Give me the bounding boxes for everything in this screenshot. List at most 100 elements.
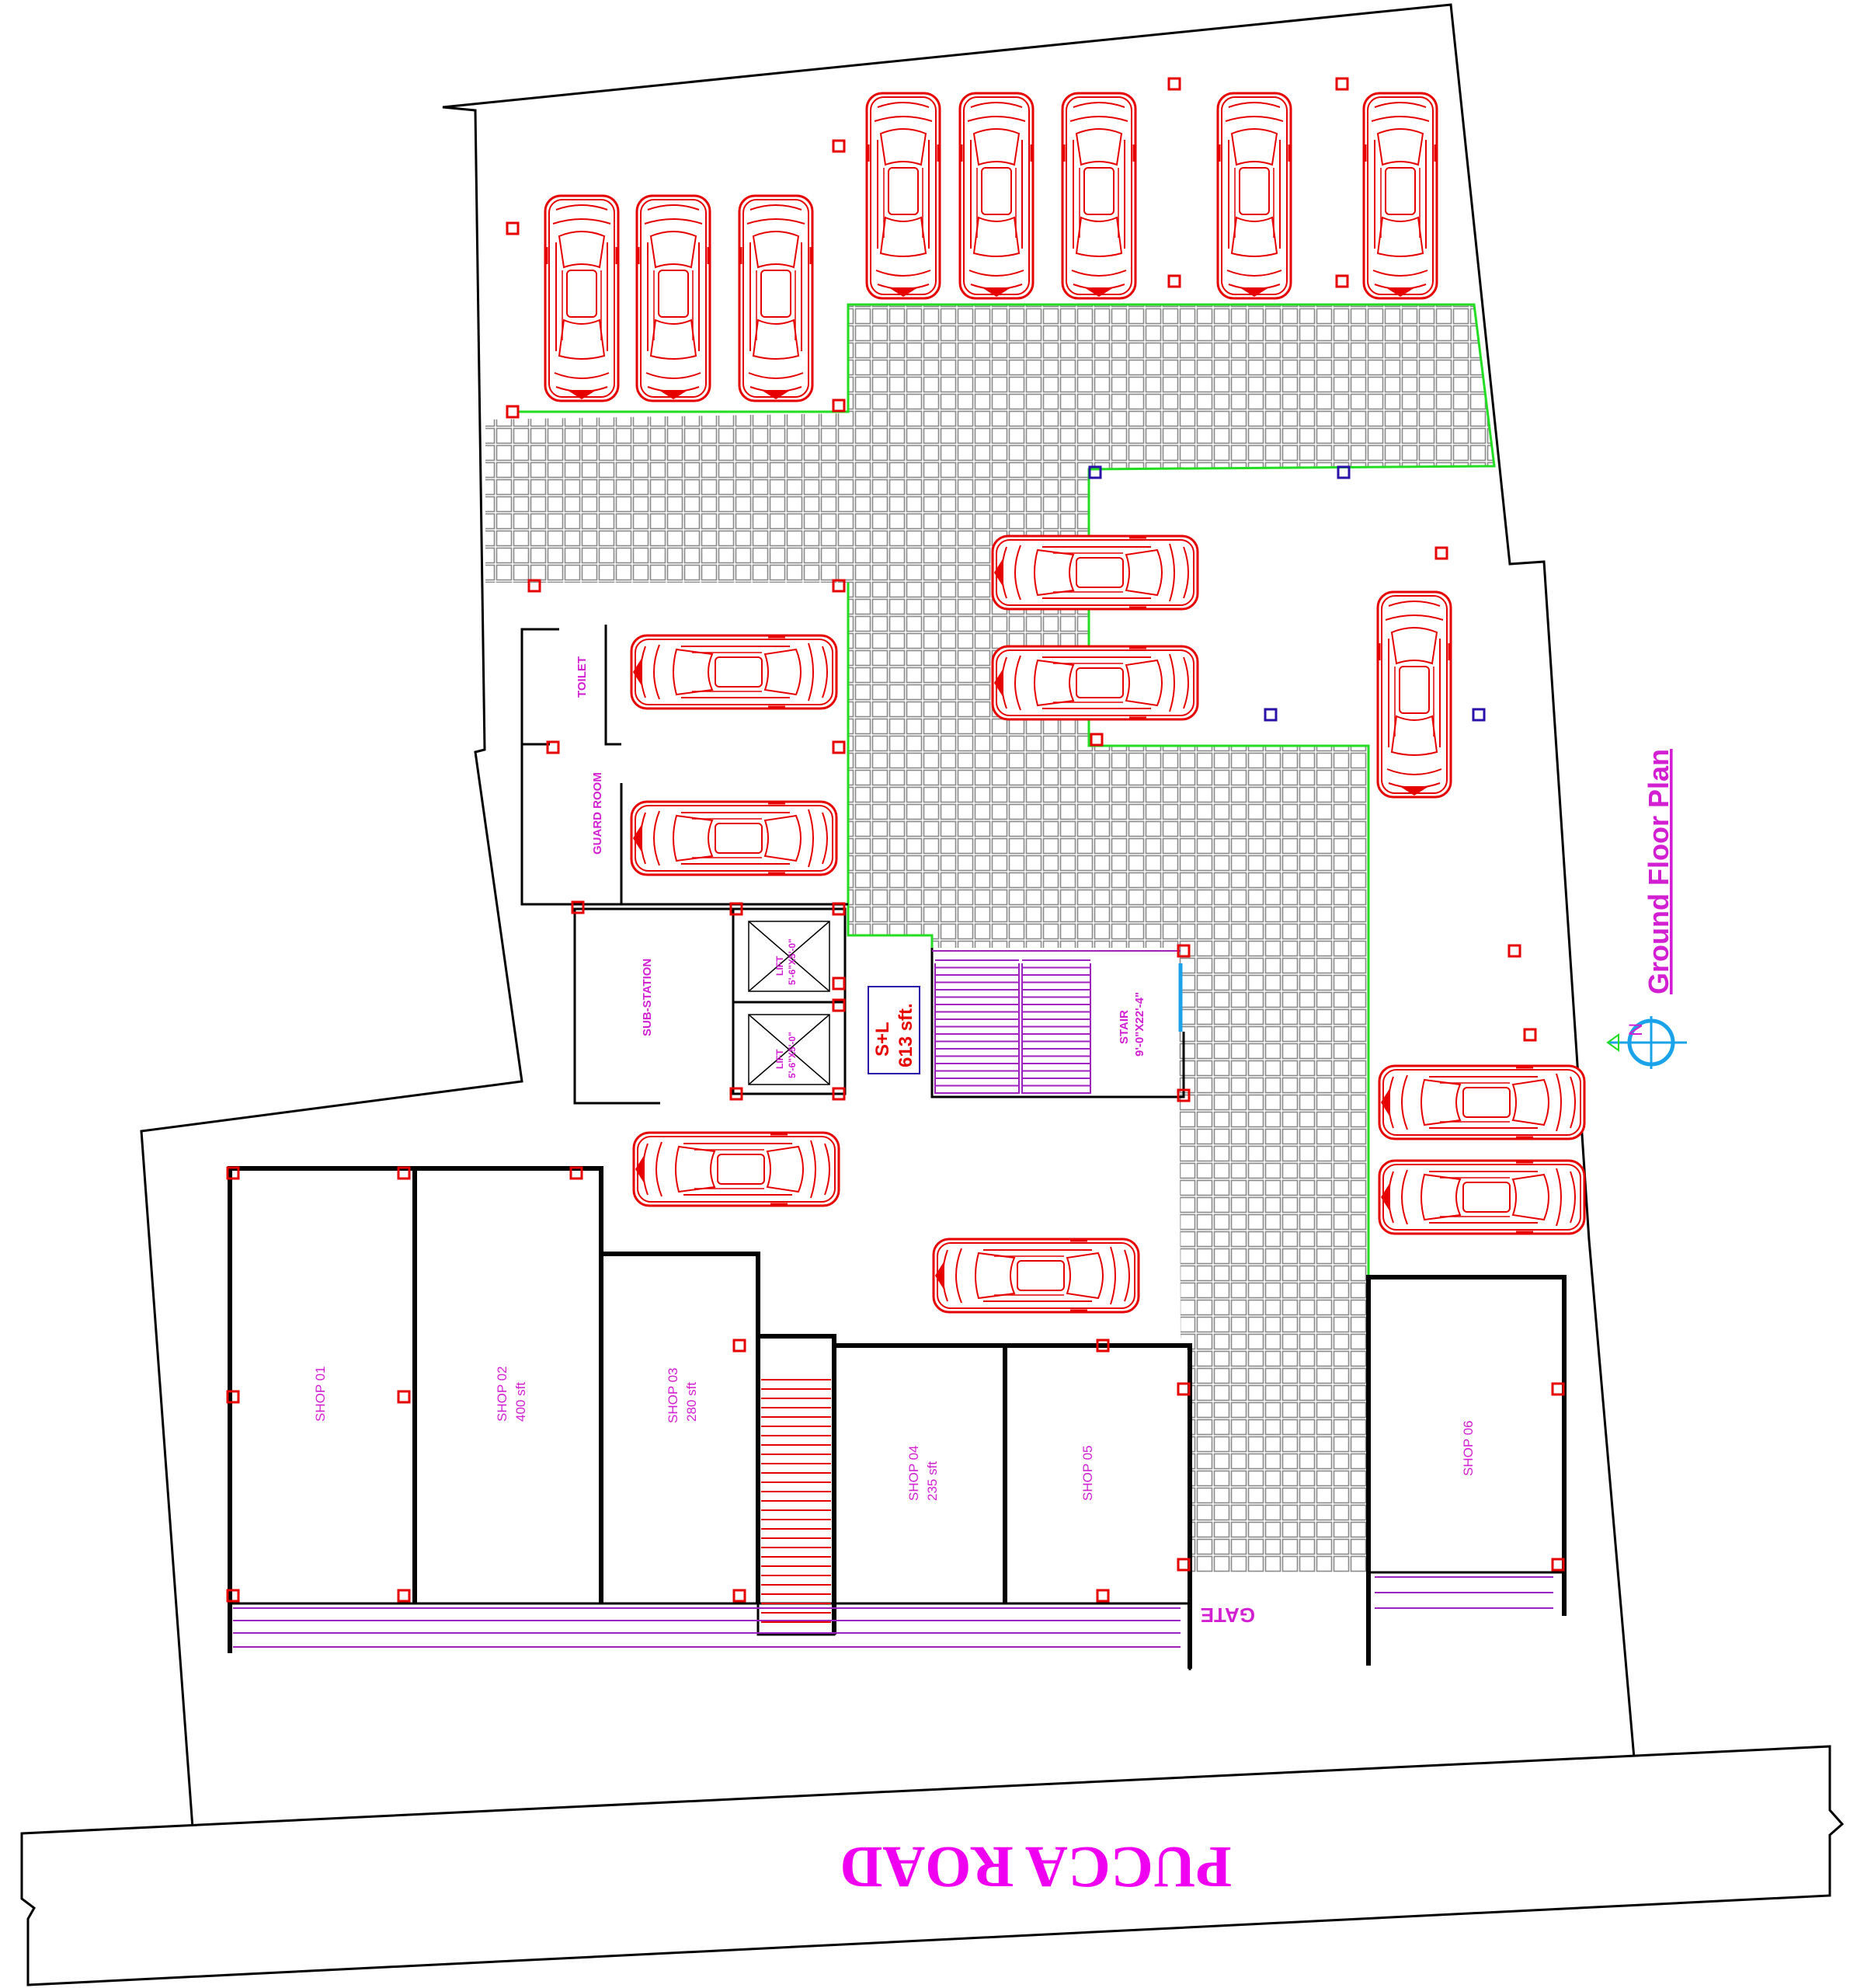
sl-label: S+L (872, 1022, 893, 1057)
column-marker (1167, 274, 1181, 288)
stair-steps (934, 959, 1091, 1094)
car-icon (932, 1238, 1140, 1314)
car-icon (1216, 92, 1292, 300)
column-marker (397, 1589, 411, 1603)
column-marker (1335, 77, 1349, 91)
column-marker (1177, 1382, 1191, 1396)
guard-room-label: GUARD ROOM (591, 772, 604, 855)
lift-1-size: 5'-6"X5'-0" (787, 938, 798, 985)
car-icon (630, 800, 838, 876)
parking-cars (544, 92, 1586, 1314)
car-icon (1378, 1064, 1586, 1140)
driveway-edge-left (847, 583, 934, 948)
column-marker (1507, 944, 1521, 958)
shop-04-area: 235 sft (925, 1461, 940, 1501)
column-marker (1096, 1589, 1110, 1603)
shop-06-wall (1366, 1275, 1567, 1666)
lift-2-label: LIFT (774, 1049, 785, 1069)
column-marker (1177, 944, 1191, 958)
column-marker (1551, 1382, 1565, 1396)
car-icon (1376, 590, 1452, 799)
column-marker (1337, 465, 1351, 479)
main-stair (930, 948, 1185, 1098)
stair-size: 9'-0"X22'-4" (1133, 992, 1146, 1057)
column-marker (832, 977, 846, 991)
column-marker (1088, 465, 1102, 479)
car-icon (991, 645, 1199, 721)
column-marker (571, 900, 585, 914)
shop-stair (756, 1335, 836, 1636)
column-marker (832, 579, 846, 593)
car-icon (865, 92, 941, 300)
column-marker (832, 998, 846, 1012)
shop-03-label: SHOP 03 (666, 1367, 680, 1423)
shop-06-label: SHOP 06 (1461, 1420, 1476, 1476)
column-marker (397, 1390, 411, 1404)
column-marker (1264, 708, 1278, 722)
car-icon (544, 194, 620, 402)
toilet-wall-right (604, 625, 621, 746)
toilet-label: TOILET (576, 656, 589, 698)
column-marker (1434, 546, 1448, 560)
column-marker (1335, 274, 1349, 288)
compass-icon: N (1606, 1016, 1687, 1069)
lift-1-cross (748, 921, 830, 1085)
column-marker (832, 399, 846, 413)
car-icon (632, 1131, 840, 1207)
shop-04-label: SHOP 04 (906, 1445, 921, 1501)
column-marker (226, 1166, 240, 1180)
column-marker (506, 221, 520, 235)
shop-02-area: 400 sft (513, 1382, 528, 1422)
sl-area: 613 sft. (895, 1003, 916, 1067)
column-marker (397, 1166, 411, 1180)
column-marker (506, 405, 520, 419)
column-marker (527, 579, 541, 593)
column-marker (226, 1589, 240, 1603)
shop-01-label: SHOP 01 (313, 1366, 328, 1422)
lift-2-size: 5'-6"X5'-0" (787, 1032, 798, 1078)
road-strip (20, 1745, 1845, 1986)
column-marker (832, 139, 846, 153)
column-marker (832, 902, 846, 916)
lift-2 (732, 1001, 847, 1095)
driveway-tiled (485, 305, 1494, 1572)
car-icon (991, 534, 1199, 611)
compass-north: N (1626, 1023, 1647, 1036)
substation-label: SUB-STATION (641, 959, 654, 1036)
plan-title: Ground Floor Plan (1643, 749, 1674, 994)
sl-box (868, 986, 920, 1074)
car-icon (635, 194, 711, 402)
column-marker (1472, 708, 1486, 722)
shop-stair-wall (758, 1334, 836, 1635)
column-marker (1523, 1028, 1537, 1042)
column-marker (1090, 733, 1104, 747)
gate-label: GATE (1201, 1603, 1255, 1627)
column-marker (1167, 77, 1181, 91)
column-marker (569, 1166, 583, 1180)
stair-label: STAIR (1118, 1010, 1131, 1044)
columns (226, 77, 1565, 1603)
car-icon (958, 92, 1035, 300)
shop-05-label: SHOP 05 (1080, 1445, 1095, 1501)
column-marker (832, 1087, 846, 1101)
car-icon (1378, 1159, 1586, 1235)
substation-wall (573, 907, 736, 1105)
column-marker (729, 902, 743, 916)
column-marker (732, 1589, 746, 1603)
car-icon (738, 194, 814, 402)
road-label: PUCCA ROAD (840, 1834, 1232, 1899)
shop-03-area: 280 sft (684, 1382, 699, 1422)
toilet-wall (520, 628, 559, 746)
car-icon (630, 634, 838, 710)
column-marker (729, 1087, 743, 1101)
column-marker (1177, 1558, 1191, 1572)
lift-1-label: LIFT (774, 956, 785, 976)
column-marker (226, 1390, 240, 1404)
driveway-edge-top (519, 303, 1496, 1278)
shop-02-label: SHOP 02 (495, 1366, 509, 1422)
column-marker (1551, 1558, 1565, 1572)
column-marker (1096, 1339, 1110, 1353)
car-icon (1362, 92, 1438, 300)
shop-stair-steps (761, 1379, 831, 1623)
